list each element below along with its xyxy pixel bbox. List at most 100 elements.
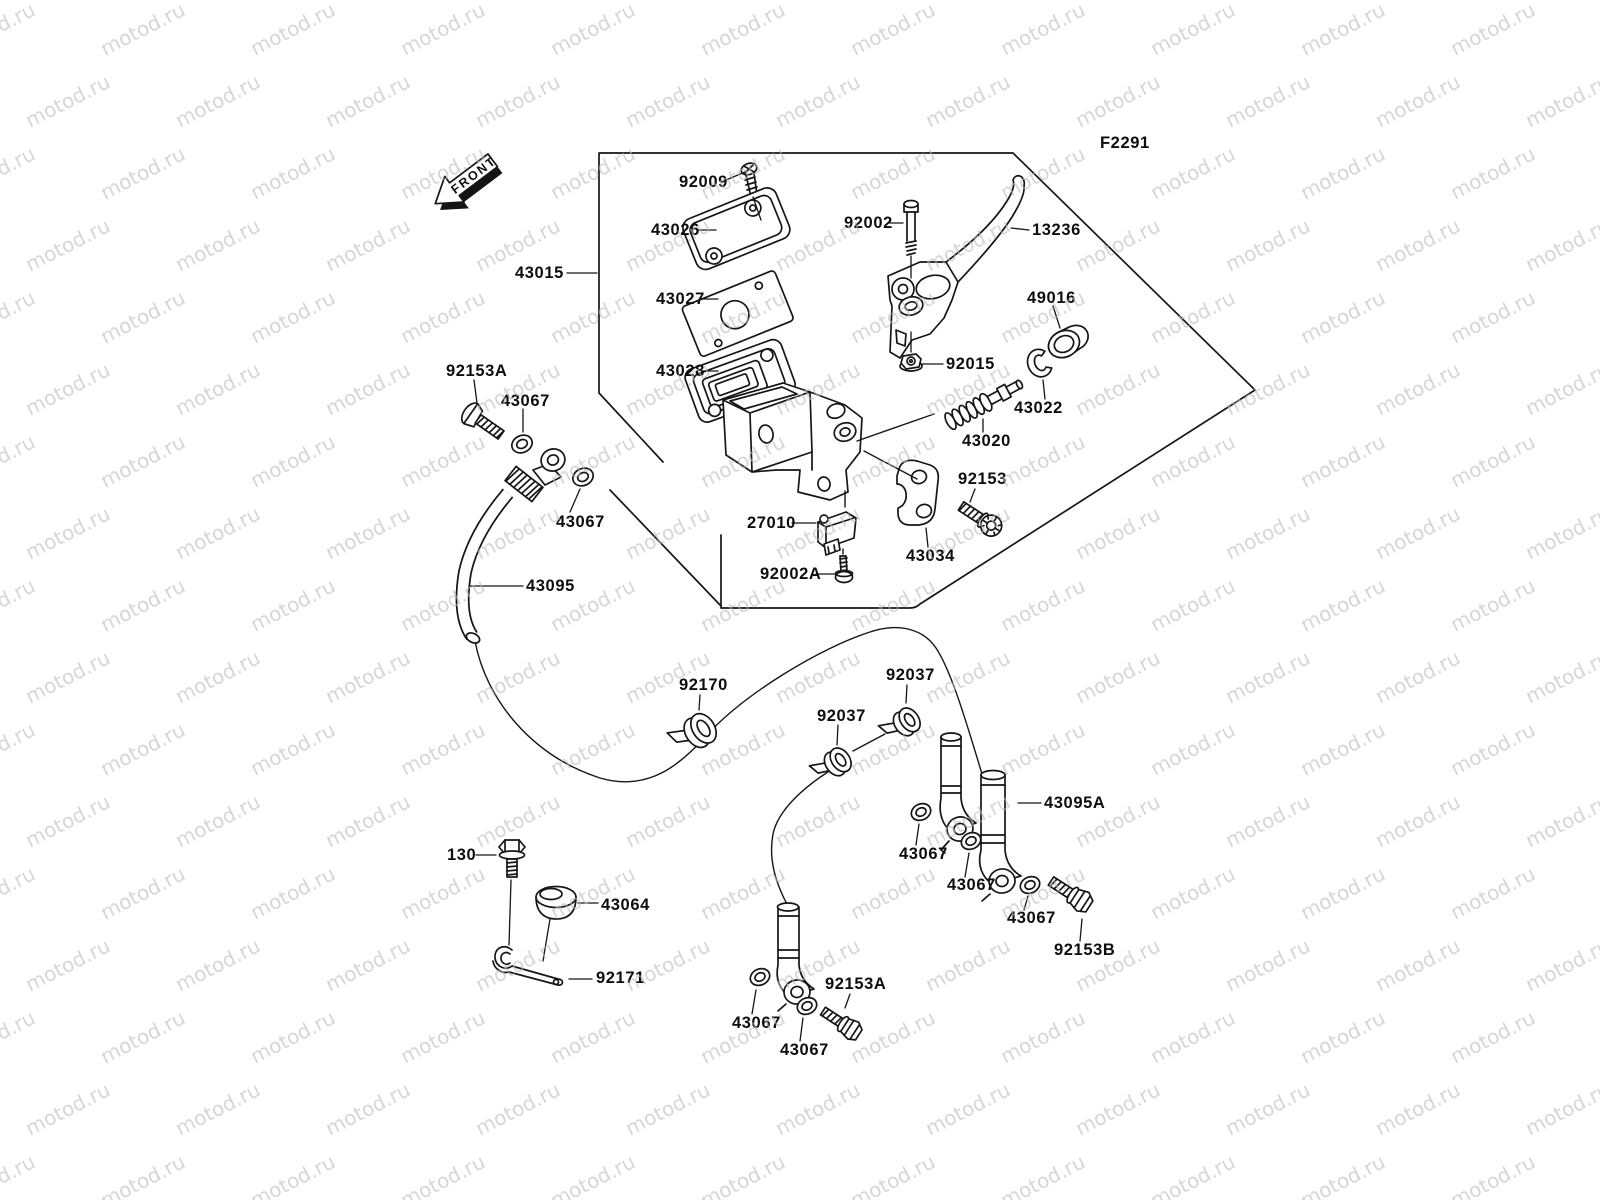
watermark-text: motod.ru [996, 717, 1089, 780]
watermark-text: motod.ru [1071, 357, 1164, 420]
brake-hose-routing [474, 627, 983, 907]
watermark-text: motod.ru [1221, 645, 1314, 708]
watermark-text: motod.ru [1146, 1005, 1239, 1068]
part-label-43027: 43027 [656, 290, 705, 308]
watermark-text: motod.ru [396, 717, 489, 780]
watermark-text: motod.ru [1371, 645, 1464, 708]
watermark-text: motod.ru [1371, 933, 1464, 996]
watermark-text: motod.ru [1446, 1005, 1539, 1068]
watermark-text: motod.ru [96, 861, 189, 924]
watermark-text: motod.ru [171, 645, 264, 708]
watermark-text: motod.ru [996, 1149, 1089, 1200]
leader-92153A-2-0 [844, 993, 851, 1009]
watermark-text: motod.ru [1071, 501, 1164, 564]
part-grommet-43064 [535, 885, 577, 920]
watermark-text: motod.ru [246, 285, 339, 348]
watermark-text: motod.ru [471, 69, 564, 132]
watermark-text: motod.ru [1596, 1005, 1600, 1068]
part-label-92171: 92171 [596, 969, 645, 987]
part-circlip-43022 [1026, 348, 1053, 378]
watermark-text: motod.ru [1071, 645, 1164, 708]
watermark-text: motod.ru [0, 1149, 39, 1200]
watermark-text: motod.ru [996, 141, 1089, 204]
part-piston-assy-43020 [944, 379, 1024, 431]
watermark-text: motod.ru [846, 861, 939, 924]
watermark-text: motod.ru [96, 717, 189, 780]
part-grommet-92170 [666, 712, 718, 749]
watermark-text: motod.ru [1296, 717, 1389, 780]
watermark-text: motod.ru [21, 69, 114, 132]
part-bolt-92153B [1047, 875, 1094, 913]
part-banjo-fitting-43095 [504, 448, 566, 503]
part-washer-43067-6 [749, 967, 771, 987]
watermark-text: motod.ru [846, 1005, 939, 1068]
watermark-text: motod.ru [1371, 213, 1464, 276]
leader-49016-0 [1052, 305, 1061, 329]
watermark-text: motod.ru [1596, 285, 1600, 348]
watermark-text: motod.ru [921, 645, 1014, 708]
part-label-92153A-2: 92153A [825, 975, 886, 993]
part-label-43022: 43022 [1014, 399, 1063, 417]
leader-43064-1 [542, 918, 551, 962]
watermark-text: motod.ru [1146, 141, 1239, 204]
leader-43067-4-0 [964, 852, 970, 878]
watermark-text: motod.ru [1521, 1077, 1600, 1140]
watermark-text: motod.ru [1371, 357, 1464, 420]
watermark-text: motod.ru [171, 789, 264, 852]
part-screw-92002A [834, 555, 854, 584]
watermark-text: motod.ru [771, 69, 864, 132]
part-label-92153B: 92153B [1054, 941, 1115, 959]
part-diaphragm-plate-43027 [681, 270, 794, 358]
part-label-43067-3: 43067 [899, 845, 948, 863]
leader-92009-1 [752, 196, 762, 221]
watermark-text: motod.ru [171, 69, 264, 132]
watermark-text: motod.ru [246, 1005, 339, 1068]
watermark-text: motod.ru [321, 1077, 414, 1140]
leader-92037-1-0 [905, 684, 908, 704]
part-label-43034: 43034 [906, 547, 955, 565]
part-bolt-130 [498, 839, 526, 878]
part-hose-43095 [455, 488, 514, 644]
part-label-43095: 43095 [526, 577, 575, 595]
watermark-text: motod.ru [21, 501, 114, 564]
watermark-text: motod.ru [1596, 141, 1600, 204]
watermark-text: motod.ru [321, 213, 414, 276]
watermark-text: motod.ru [321, 645, 414, 708]
part-washer-43067-2 [571, 467, 595, 487]
watermark-text: motod.ru [546, 285, 639, 348]
watermark-text: motod.ru [246, 0, 339, 60]
watermark-text: motod.ru [621, 69, 714, 132]
watermark-text: motod.ru [96, 285, 189, 348]
watermark-text: motod.ru [1371, 501, 1464, 564]
watermark-text: motod.ru [171, 357, 264, 420]
watermark-text: motod.ru [771, 789, 864, 852]
part-label-130: 130 [447, 846, 476, 864]
watermark-text: motod.ru [1221, 1077, 1314, 1140]
watermark-text: motod.ru [1296, 1005, 1389, 1068]
watermark-text: motod.ru [621, 1077, 714, 1140]
watermark-text: motod.ru [246, 429, 339, 492]
watermark-text: motod.ru [246, 141, 339, 204]
watermark-text: motod.ru [996, 0, 1089, 60]
watermark-text: motod.ru [621, 789, 714, 852]
part-label-13236: 13236 [1032, 221, 1081, 239]
leader-43067-3-0 [915, 823, 920, 846]
watermark-text: motod.ru [21, 213, 114, 276]
part-label-43067-5: 43067 [1007, 909, 1056, 927]
watermark-text: motod.ru [546, 141, 639, 204]
watermark-text: motod.ru [21, 789, 114, 852]
watermark-text: motod.ru [1146, 0, 1239, 60]
leader-92153A-1-0 [473, 379, 478, 404]
watermark-text: motod.ru [1446, 573, 1539, 636]
watermark-text: motod.ru [696, 1149, 789, 1200]
watermark-text: motod.ru [1146, 285, 1239, 348]
part-fitting-92037-left [808, 747, 852, 777]
watermark-text: motod.ru [1221, 789, 1314, 852]
watermark-text: motod.ru [21, 645, 114, 708]
watermark-text: motod.ru [246, 573, 339, 636]
watermark-text: motod.ru [1296, 285, 1389, 348]
watermark-text: motod.ru [1596, 573, 1600, 636]
